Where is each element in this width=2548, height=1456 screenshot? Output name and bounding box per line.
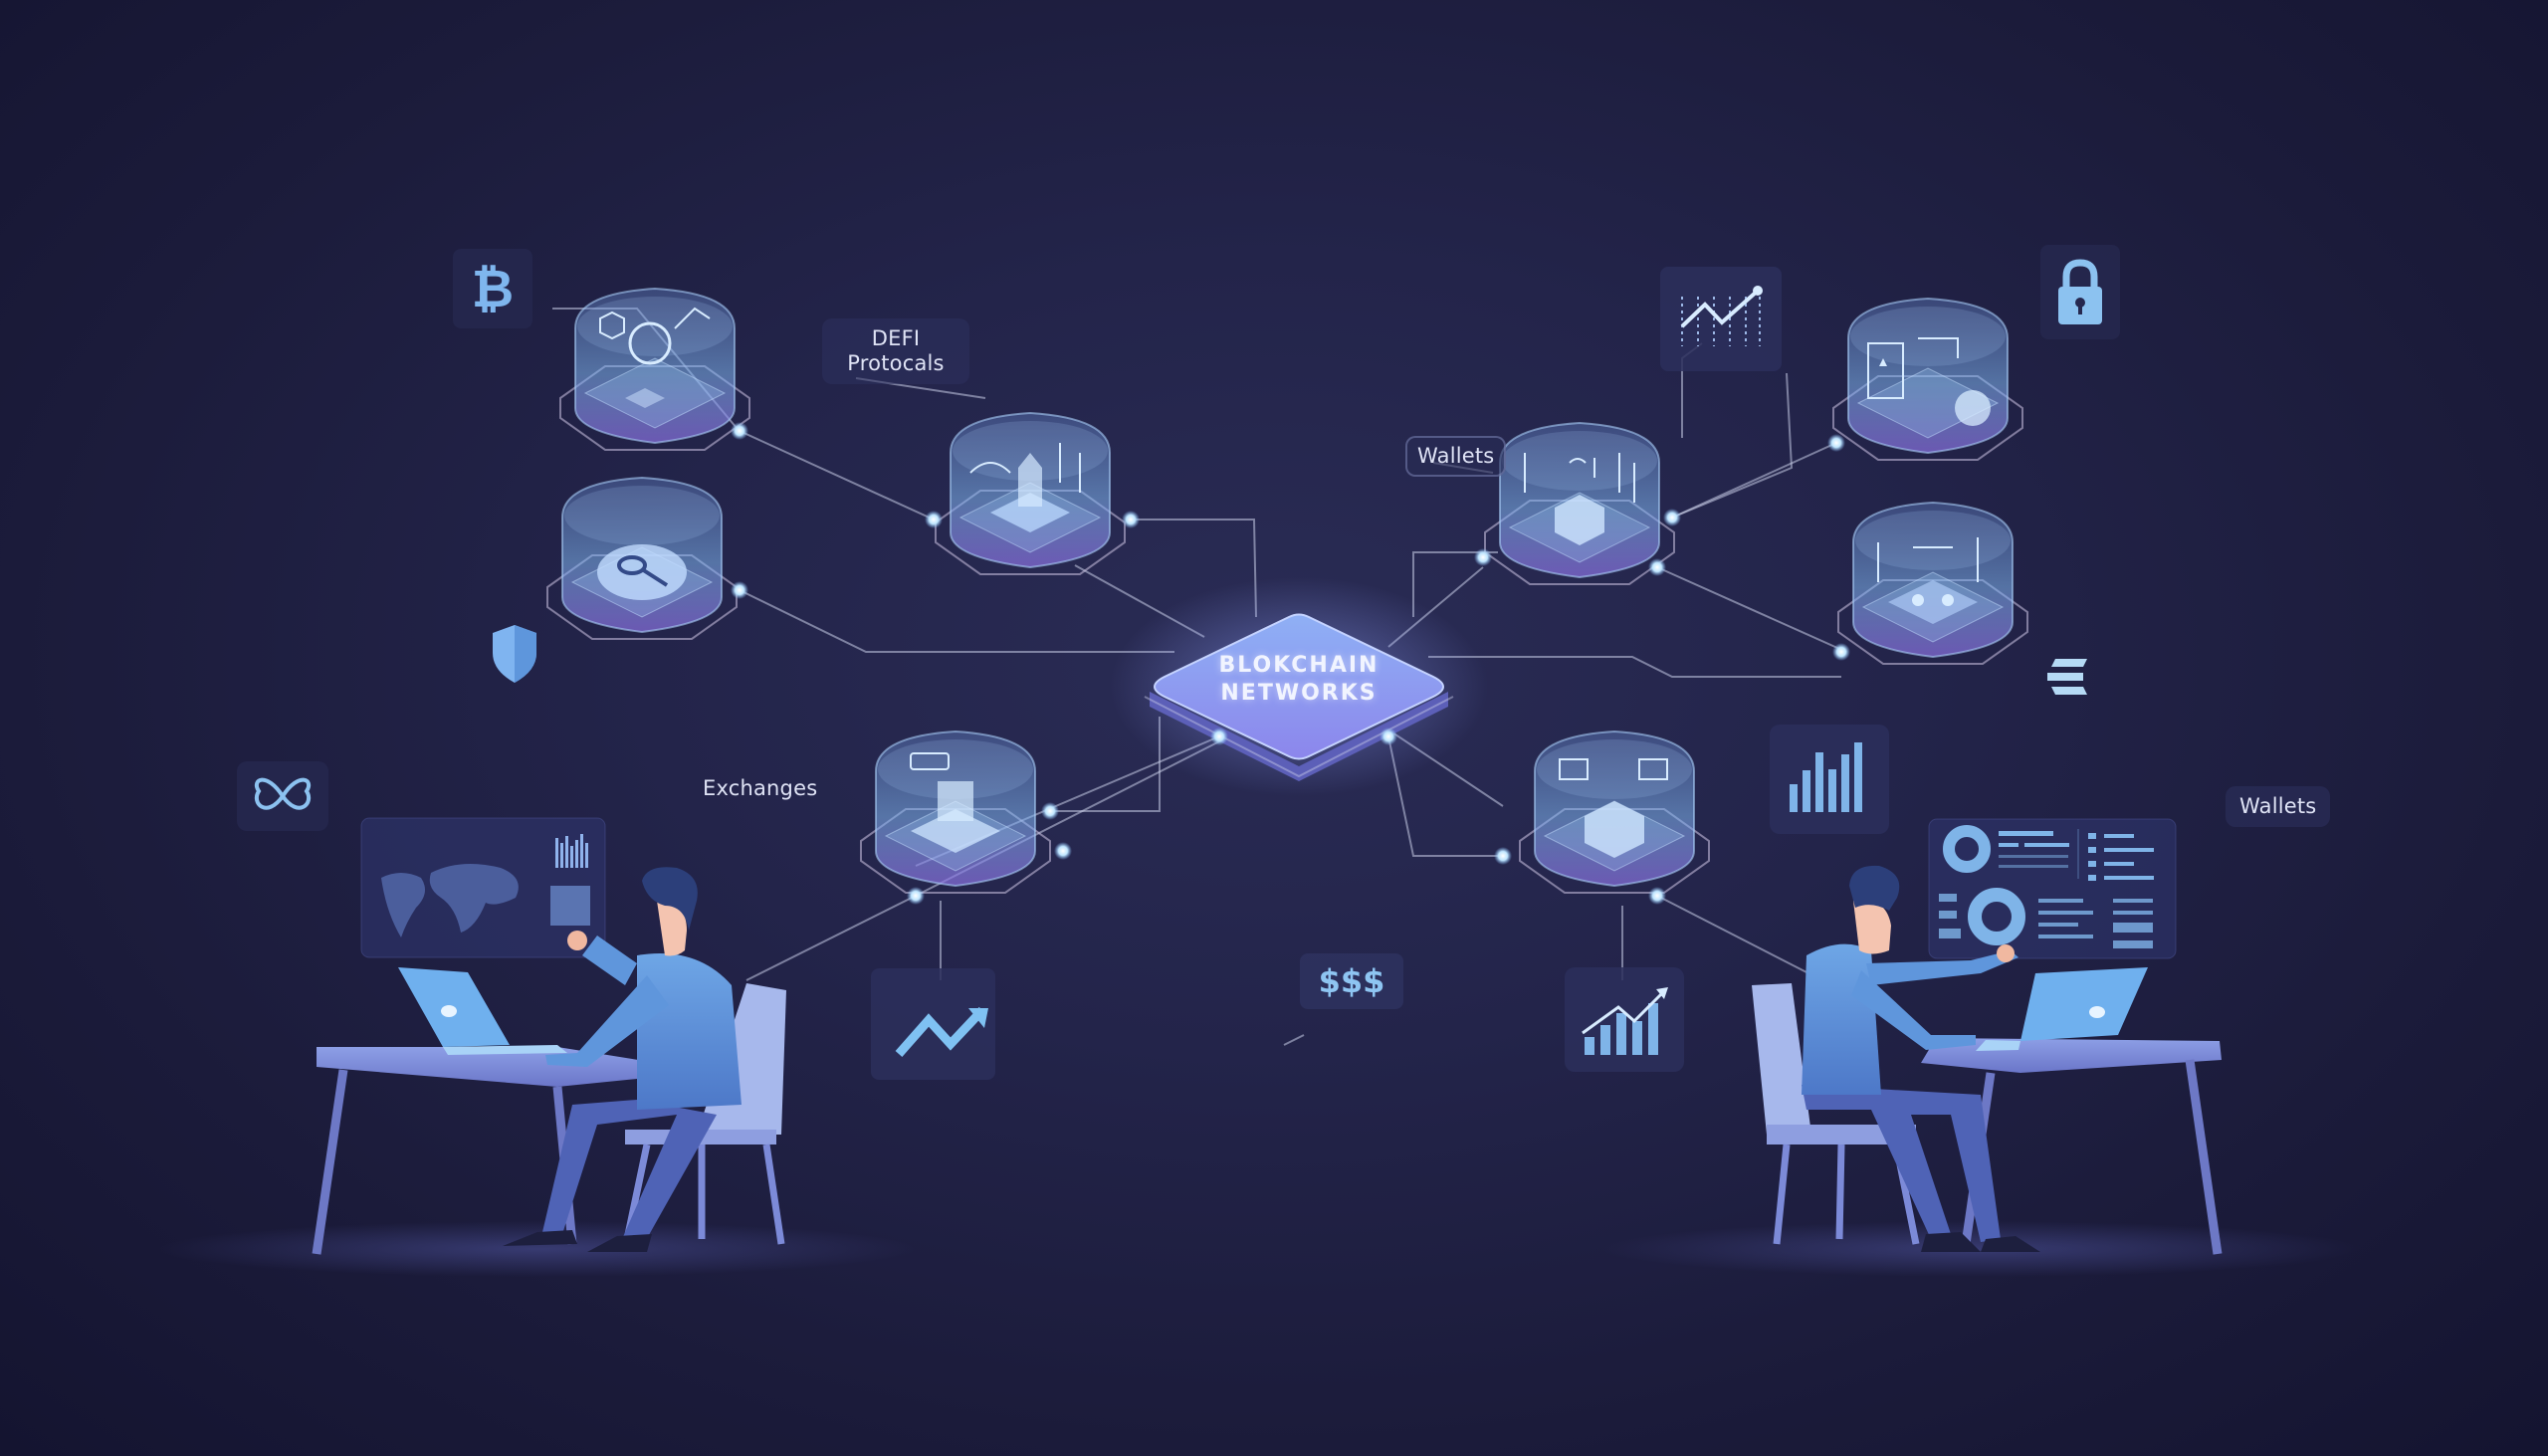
butterfly-logo-icon (237, 761, 328, 831)
bitcoin-icon: ₿ (453, 249, 532, 328)
node-circuit[interactable] (1837, 502, 2028, 665)
node-wallets[interactable] (1484, 422, 1675, 585)
defi-protocols-label: DEFI Protocals (822, 318, 969, 384)
wallets-label-right: Wallets (2226, 786, 2331, 827)
node-search[interactable] (546, 477, 738, 640)
line-chart-icon (1660, 267, 1782, 371)
node-top-left[interactable] (559, 288, 750, 451)
wallets-label-top: Wallets (1405, 436, 1507, 477)
dollar-signs-icon: $$$ (1300, 953, 1403, 1009)
donut-chart-dashboard (1928, 818, 2177, 959)
node-exchanges[interactable] (860, 730, 1051, 894)
hub-label-line2: NETWORKS (1220, 681, 1378, 706)
left-analyst (312, 867, 786, 1255)
node-top-right[interactable] (1832, 298, 2023, 461)
shield-icon (493, 625, 536, 683)
ethena-lines-icon (2047, 659, 2087, 695)
defi-label-line2: Protocals (847, 351, 945, 375)
hub-label: BLOKCHAIN NETWORKS (1199, 652, 1398, 708)
bar-chart-icon (1770, 725, 1889, 834)
node-bottom-right[interactable] (1519, 730, 1710, 894)
world-map-dashboard (360, 817, 606, 958)
exchanges-label: Exchanges (703, 776, 818, 800)
right-analyst (1752, 865, 2223, 1255)
defi-label-line1: DEFI (871, 326, 921, 350)
growth-bar-chart-icon (1565, 967, 1684, 1072)
connection-dots (731, 422, 1850, 905)
svg-text:₿: ₿ (472, 260, 514, 319)
hub-label-line1: BLOKCHAIN (1218, 653, 1380, 678)
trend-arrow-icon (871, 968, 995, 1080)
padlock-icon (2040, 245, 2120, 339)
node-defi[interactable] (935, 412, 1126, 575)
